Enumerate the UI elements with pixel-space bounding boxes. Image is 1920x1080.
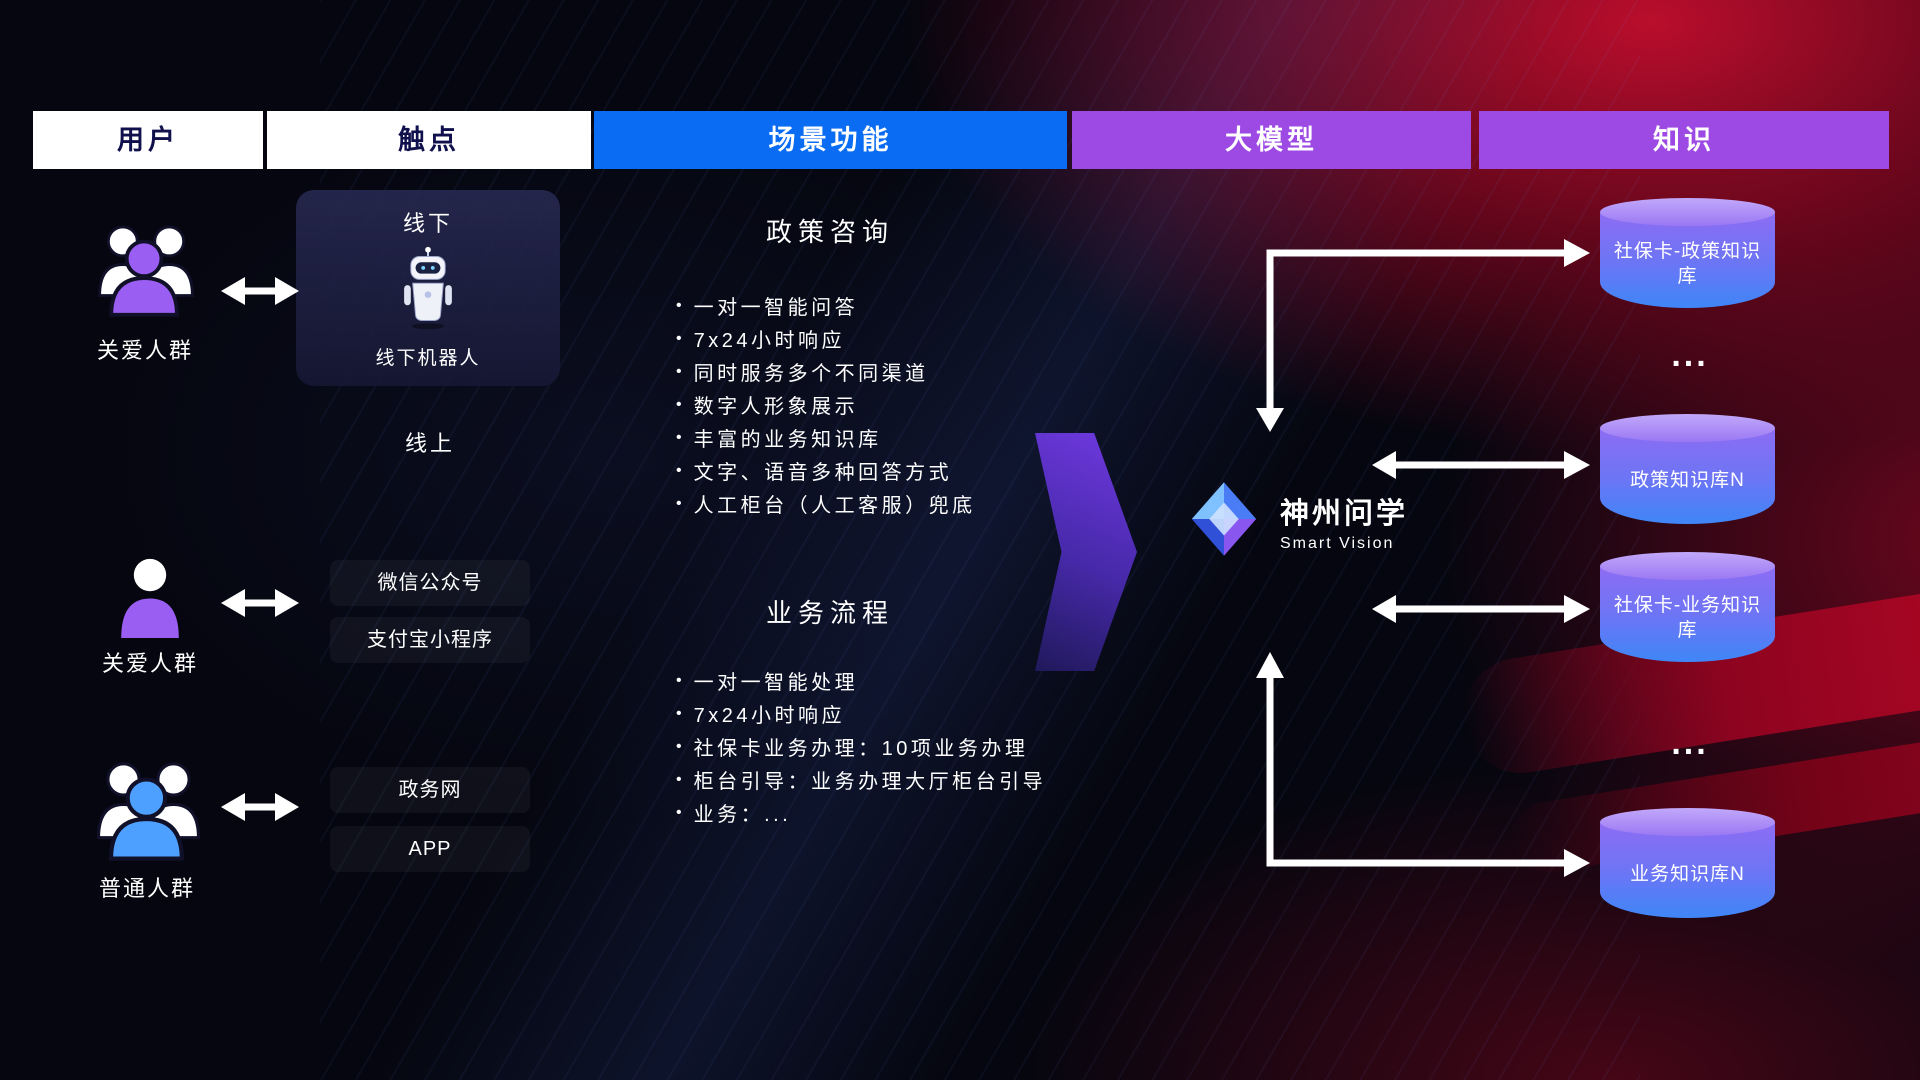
business-process-title: 业务流程	[765, 598, 894, 628]
channel-alipay-miniapp: 支付宝小程序	[330, 617, 530, 663]
bullet-item: • 同时服务多个不同渠道	[676, 355, 976, 388]
business-bullet-list: • 一对一智能处理 • 7x24小时响应 • 社保卡业务办理：10项业务办理 • 柜台引…	[676, 664, 1046, 829]
kb-cylinder-business-n: 业务知识库N	[1600, 808, 1775, 918]
header-touchpoints: 触点	[267, 111, 591, 169]
offline-title: 线下	[402, 211, 453, 236]
bullet-dot: •	[676, 329, 682, 347]
kb-cylinder-policy-card: 社保卡-政策知识库	[1600, 198, 1775, 308]
bullet-dot: •	[676, 461, 682, 479]
bullet-text: 数字人形象展示	[693, 396, 859, 418]
kb-label: 业务知识库N	[1630, 863, 1745, 885]
kb-ellipsis-top: ...	[1671, 336, 1709, 374]
model-name: 神州问学	[1280, 498, 1409, 530]
bullet-item: • 社保卡业务办理：10项业务办理	[676, 730, 1046, 763]
kb-cylinder-policy-n: 政策知识库N	[1600, 414, 1775, 524]
bullet-text: 人工柜台（人工客服）兜底	[693, 495, 976, 517]
offline-robot-caption: 线下机器人	[375, 348, 481, 369]
kb-label: 社保卡-政策知识库	[1613, 241, 1762, 287]
user-group-1-label: 关爱人群	[96, 338, 193, 363]
bullet-dot: •	[676, 494, 682, 512]
bullet-item: • 业务：...	[676, 796, 1046, 829]
bullet-item: • 一对一智能处理	[676, 664, 1046, 697]
kb-label: 政策知识库N	[1630, 469, 1745, 491]
bullet-item: • 柜台引导：业务办理大厅柜台引导	[676, 763, 1046, 796]
robot-icon	[398, 245, 458, 336]
bullet-item: • 丰富的业务知识库	[676, 421, 976, 454]
bullet-text: 丰富的业务知识库	[693, 429, 882, 451]
bullet-text: 社保卡业务办理：10项业务办理	[693, 738, 1029, 760]
channel-app: APP	[330, 826, 530, 872]
header-knowledge: 知识	[1479, 111, 1889, 169]
diamond-logo-icon	[1178, 473, 1270, 570]
bullet-dot: •	[676, 704, 682, 722]
bullet-text: 业务：...	[693, 804, 792, 826]
channel-wechat: 微信公众号	[330, 560, 530, 606]
bullet-item: • 一对一智能问答	[676, 289, 976, 322]
model-logo-block: 神州问学 Smart Vision	[1178, 473, 1408, 570]
kb-ellipsis-bottom: ...	[1671, 724, 1709, 762]
bullet-dot: •	[676, 770, 682, 788]
bullet-dot: •	[676, 362, 682, 380]
people-group-purple-icon	[88, 212, 204, 327]
bullet-text: 7x24小时响应	[693, 705, 845, 727]
policy-consult-title: 政策咨询	[765, 217, 894, 247]
user-group-3-label: 普通人群	[98, 876, 195, 901]
online-title: 线上	[404, 431, 455, 456]
bullet-item: • 7x24小时响应	[676, 322, 976, 355]
header-users: 用户	[33, 111, 263, 169]
kb-cylinder-business-card: 社保卡-业务知识库	[1600, 552, 1775, 662]
user-group-2-label: 关爱人群	[101, 651, 198, 676]
bullet-dot: •	[676, 428, 682, 446]
diagonal-streaks-texture	[320, 0, 1640, 1080]
diagonal-glow-band	[300, 0, 1640, 1080]
bullet-item: • 7x24小时响应	[676, 697, 1046, 730]
bullet-text: 文字、语音多种回答方式	[693, 462, 953, 484]
bullet-dot: •	[676, 296, 682, 314]
bullet-text: 同时服务多个不同渠道	[693, 363, 929, 385]
bullet-dot: •	[676, 395, 682, 413]
header-large-model: 大模型	[1072, 111, 1471, 169]
bullet-text: 一对一智能问答	[693, 297, 859, 319]
model-subtitle: Smart Vision	[1280, 535, 1395, 552]
people-group-blue-icon	[86, 751, 211, 868]
bullet-text: 柜台引导：业务办理大厅柜台引导	[693, 771, 1047, 793]
bullet-item: • 文字、语音多种回答方式	[676, 454, 976, 487]
header-scene-functions: 场景功能	[594, 111, 1067, 169]
bullet-dot: •	[676, 671, 682, 689]
bullet-dot: •	[676, 737, 682, 755]
bullet-item: • 数字人形象展示	[676, 388, 976, 421]
channel-gov-web: 政务网	[330, 767, 530, 813]
bullet-text: 7x24小时响应	[693, 330, 845, 352]
bullet-text: 一对一智能处理	[693, 672, 859, 694]
kb-label: 社保卡-业务知识库	[1613, 595, 1762, 641]
bullet-dot: •	[676, 803, 682, 821]
person-purple-icon	[114, 553, 186, 648]
offline-robot-panel: 线下 线下机器人	[296, 190, 560, 386]
policy-bullet-list: •一对一智能问答 •7x24小时响应 •同时服务多个不同渠道 •数字人形象展示 …	[676, 289, 976, 520]
bullet-item: • 人工柜台（人工客服）兜底	[676, 487, 976, 520]
